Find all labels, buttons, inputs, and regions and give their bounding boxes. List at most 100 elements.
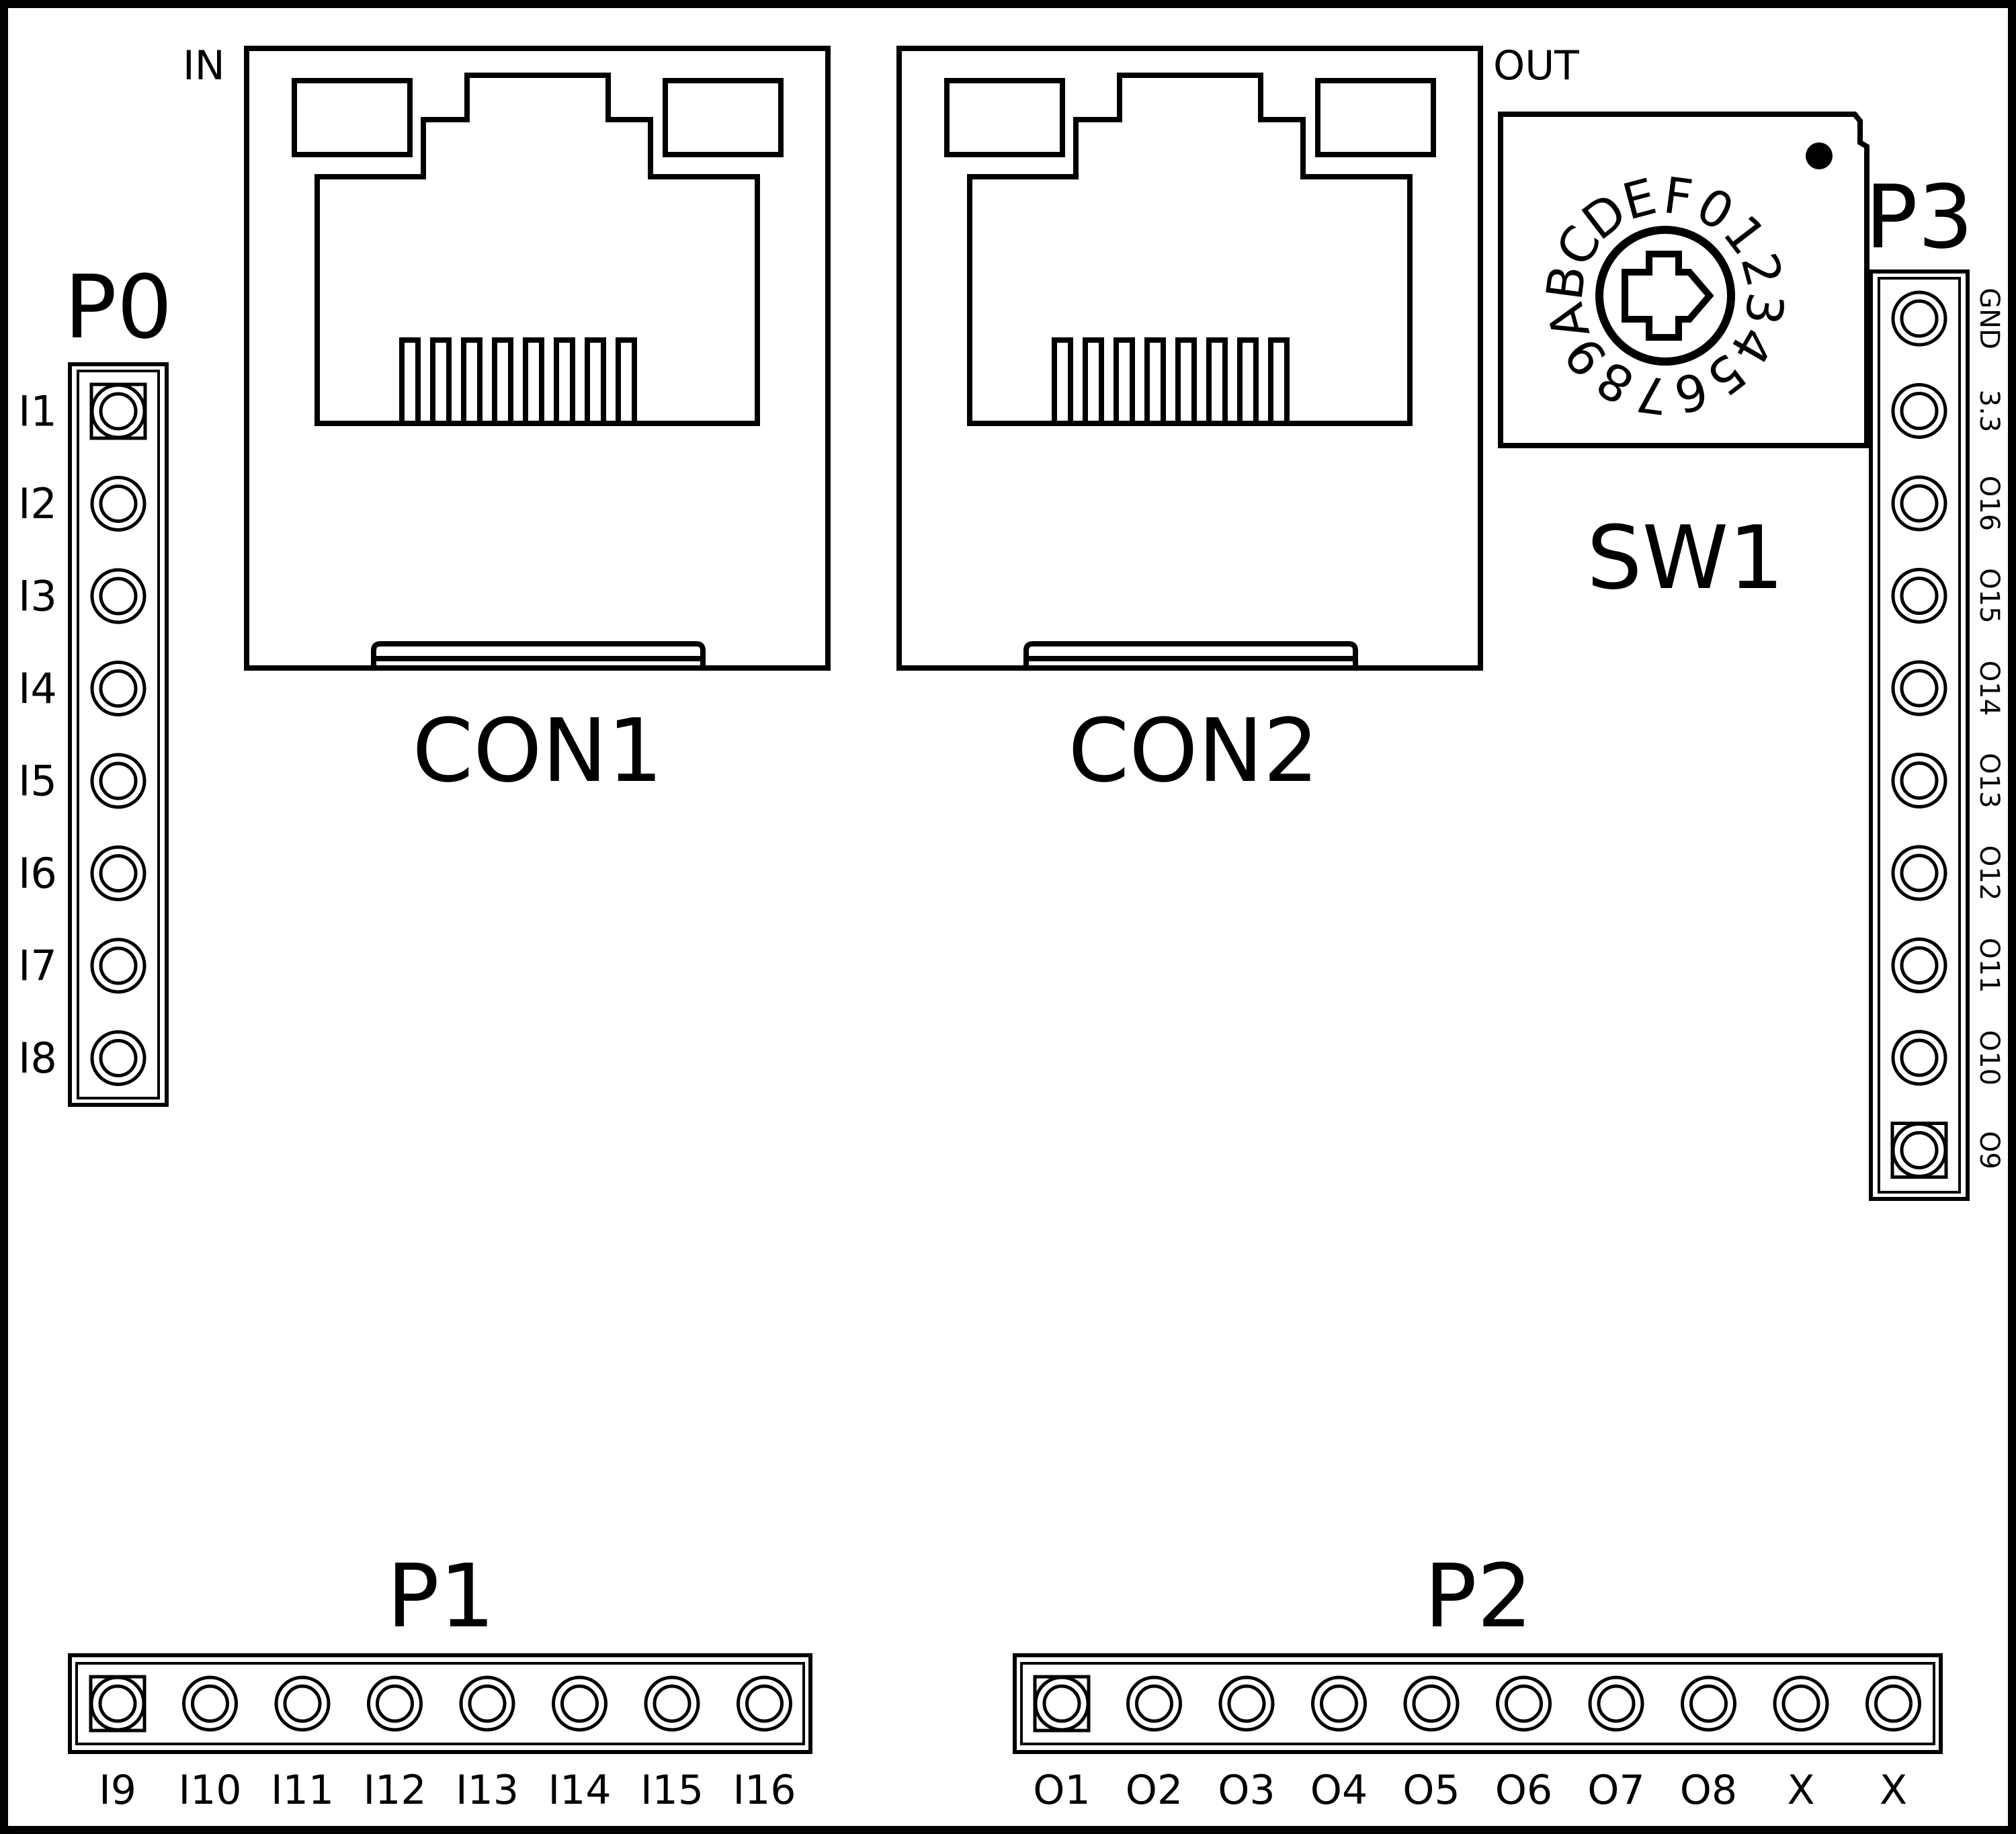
- pin-label: I14: [548, 1767, 611, 1814]
- dial-outer-ring: [1595, 226, 1735, 366]
- p1-pin-i16[interactable]: [737, 1675, 792, 1732]
- pin-label: 3.3: [1974, 390, 2005, 433]
- p2-pin-6[interactable]: [1588, 1675, 1644, 1732]
- p3-pin-6[interactable]: [1891, 845, 1947, 901]
- p2-header-body: [1013, 1653, 1943, 1754]
- pin-label: I7: [18, 942, 57, 991]
- pin-label: O16: [1974, 476, 2005, 531]
- p1-pin-i14[interactable]: [552, 1675, 607, 1732]
- p3-pin-9[interactable]: [1890, 1122, 1948, 1179]
- p0-pin-i8[interactable]: [90, 1030, 146, 1086]
- p0-header-body: [68, 362, 169, 1107]
- sw1-label: SW1: [1587, 507, 1784, 609]
- p1-header-body: [68, 1653, 812, 1754]
- p1-pin-i15[interactable]: [644, 1675, 700, 1732]
- p1-label: P1: [386, 1545, 495, 1647]
- p2-pin-2[interactable]: [1218, 1675, 1275, 1732]
- pin-label: I9: [99, 1767, 136, 1814]
- pin-label: O12: [1974, 845, 2005, 901]
- pin-label: I4: [18, 664, 57, 713]
- pin-label: O3: [1218, 1767, 1275, 1814]
- dial-digit: 7: [1633, 364, 1672, 425]
- pin-label: O11: [1974, 937, 2005, 993]
- p1-pin-i9[interactable]: [89, 1675, 146, 1733]
- con2-contacts: [1052, 337, 1290, 426]
- dial-digit: B: [1536, 262, 1597, 304]
- pin-label: I15: [640, 1767, 704, 1814]
- pin-label: O10: [1974, 1030, 2005, 1085]
- pin-label: O8: [1680, 1767, 1737, 1814]
- pin-label: I11: [271, 1767, 334, 1814]
- con1-tag: IN: [183, 42, 225, 89]
- pin-label: O4: [1310, 1767, 1368, 1814]
- pin-label: O9: [1974, 1131, 2005, 1169]
- p3-header-body: [1869, 269, 1970, 1201]
- pin-label: GND: [1974, 288, 2005, 349]
- p0-pin-i1[interactable]: [89, 382, 147, 440]
- p1-pin-i13[interactable]: [459, 1675, 515, 1732]
- con1-contacts: [399, 337, 637, 426]
- pin-label: I13: [456, 1767, 519, 1814]
- pin-label: O7: [1587, 1767, 1644, 1814]
- pin-label: X: [1787, 1767, 1814, 1814]
- p1-pin-i10[interactable]: [182, 1675, 238, 1732]
- p3-label: P3: [1865, 166, 1973, 268]
- dial-arrow-icon: [1622, 251, 1714, 341]
- pin-label: X: [1880, 1767, 1907, 1814]
- pin-label: I6: [18, 849, 57, 898]
- p0-pin-i6[interactable]: [90, 845, 146, 901]
- p2-pin-7[interactable]: [1681, 1675, 1736, 1732]
- con2-rj45-connector: [896, 46, 1483, 671]
- p2-pin-4[interactable]: [1403, 1675, 1460, 1732]
- pin-label: O15: [1974, 568, 2005, 623]
- p2-label: P2: [1424, 1545, 1532, 1647]
- p2-pin-5[interactable]: [1496, 1675, 1552, 1732]
- pin-label: I10: [178, 1767, 241, 1814]
- dial-digit: 3: [1733, 289, 1794, 328]
- pin-label: O1: [1033, 1767, 1090, 1814]
- pin-label: O2: [1126, 1767, 1183, 1814]
- p0-pin-i5[interactable]: [90, 753, 146, 809]
- pin-label: I1: [18, 387, 57, 436]
- pin-label: I16: [732, 1767, 796, 1814]
- p3-pin-4[interactable]: [1891, 660, 1947, 716]
- p3-pin-8[interactable]: [1891, 1030, 1947, 1086]
- p1-pin-i12[interactable]: [367, 1675, 423, 1732]
- p3-pin-3[interactable]: [1891, 568, 1947, 624]
- pin-label: I3: [18, 572, 57, 621]
- p0-pin-i7[interactable]: [90, 937, 146, 994]
- p3-pin-1[interactable]: [1891, 383, 1947, 439]
- p0-pin-i4[interactable]: [90, 661, 146, 716]
- p3-pin-7[interactable]: [1891, 937, 1947, 993]
- p1-pin-i11[interactable]: [274, 1675, 331, 1732]
- con1-label: CON1: [412, 700, 663, 802]
- pin-label: I2: [18, 479, 57, 528]
- p3-pin-0[interactable]: [1891, 290, 1947, 347]
- pin-label: I12: [363, 1767, 426, 1814]
- p2-pin-3[interactable]: [1311, 1675, 1367, 1732]
- pin-label: O13: [1974, 753, 2005, 808]
- con1-rj45-connector: [244, 46, 831, 671]
- p0-label: P0: [64, 256, 172, 358]
- p2-pin-9[interactable]: [1865, 1675, 1921, 1732]
- pin-label: O5: [1402, 1767, 1460, 1814]
- p0-pin-i3[interactable]: [90, 568, 146, 624]
- con2-label: CON2: [1068, 700, 1318, 802]
- p1-pins: I9 I10 I11 I12 I13 I14 I15 I16: [89, 1675, 796, 1814]
- pin-label: O14: [1974, 661, 2005, 716]
- pin-label: O6: [1495, 1767, 1552, 1814]
- p2-pin-1[interactable]: [1126, 1675, 1182, 1732]
- p3-pin-5[interactable]: [1891, 753, 1947, 808]
- p2-pin-8[interactable]: [1773, 1675, 1829, 1732]
- pin-label: I5: [18, 757, 57, 806]
- p0-pin-i2[interactable]: [90, 476, 146, 532]
- p3-pin-2[interactable]: [1891, 475, 1947, 532]
- p2-pin-0[interactable]: [1033, 1675, 1091, 1733]
- pin-label: I8: [18, 1034, 57, 1083]
